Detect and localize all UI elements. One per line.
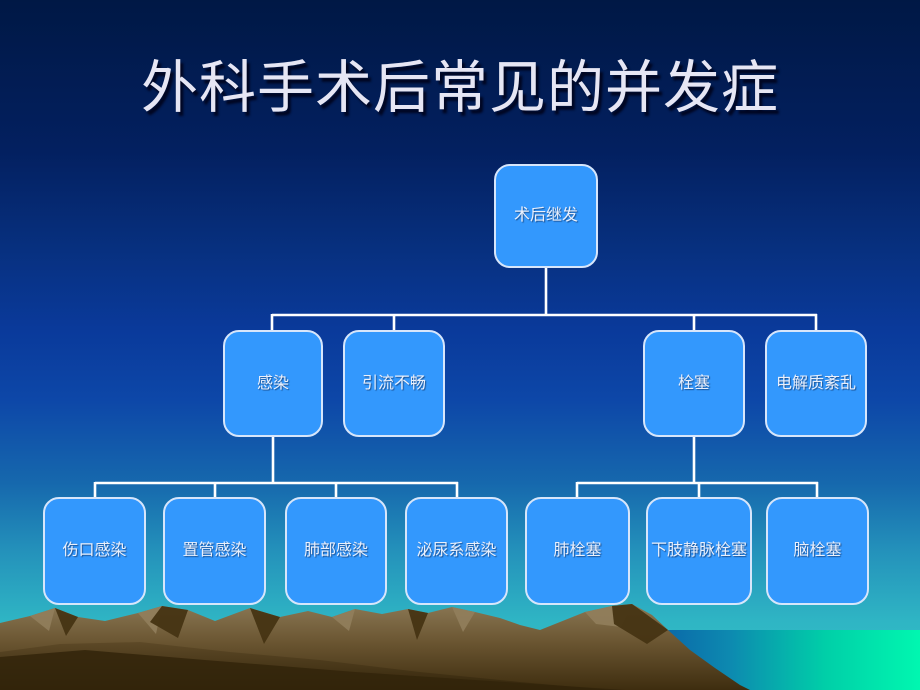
node-embolism: 栓塞 (643, 330, 745, 437)
node-lower-limb-venous-embolism: 下肢静脉栓塞 (646, 497, 752, 605)
mountain-shadow (408, 609, 428, 640)
node-postop-secondary: 术后继发 (494, 164, 598, 268)
slide-title: 外科手术后常见的并发症 (141, 57, 779, 120)
node-infection: 感染 (223, 330, 323, 437)
mountain-shadow (250, 608, 280, 644)
node-poor-drainage: 引流不畅 (343, 330, 445, 437)
mountain-highlight (30, 608, 55, 631)
mountain-highlight (332, 609, 355, 631)
node-electrolyte-disorder: 电解质紊乱 (765, 330, 867, 437)
node-wound-infection: 伤口感染 (43, 497, 146, 605)
node-urinary-infection: 泌尿系感染 (405, 497, 508, 605)
mountain-shadow (55, 608, 78, 636)
mountain-shadow (150, 606, 188, 638)
mountain-highlight (452, 607, 475, 632)
mountain-bottom-shade (0, 650, 625, 690)
mountain-shadow (612, 604, 668, 644)
node-pulmonary-embolism: 肺栓塞 (525, 497, 630, 605)
mountain-silhouette-graphic (0, 604, 750, 690)
mountain-highlight (138, 606, 162, 634)
node-lung-infection: 肺部感染 (285, 497, 387, 605)
node-cerebral-embolism: 脑栓塞 (766, 497, 869, 605)
node-catheter-infection: 置管感染 (163, 497, 266, 605)
